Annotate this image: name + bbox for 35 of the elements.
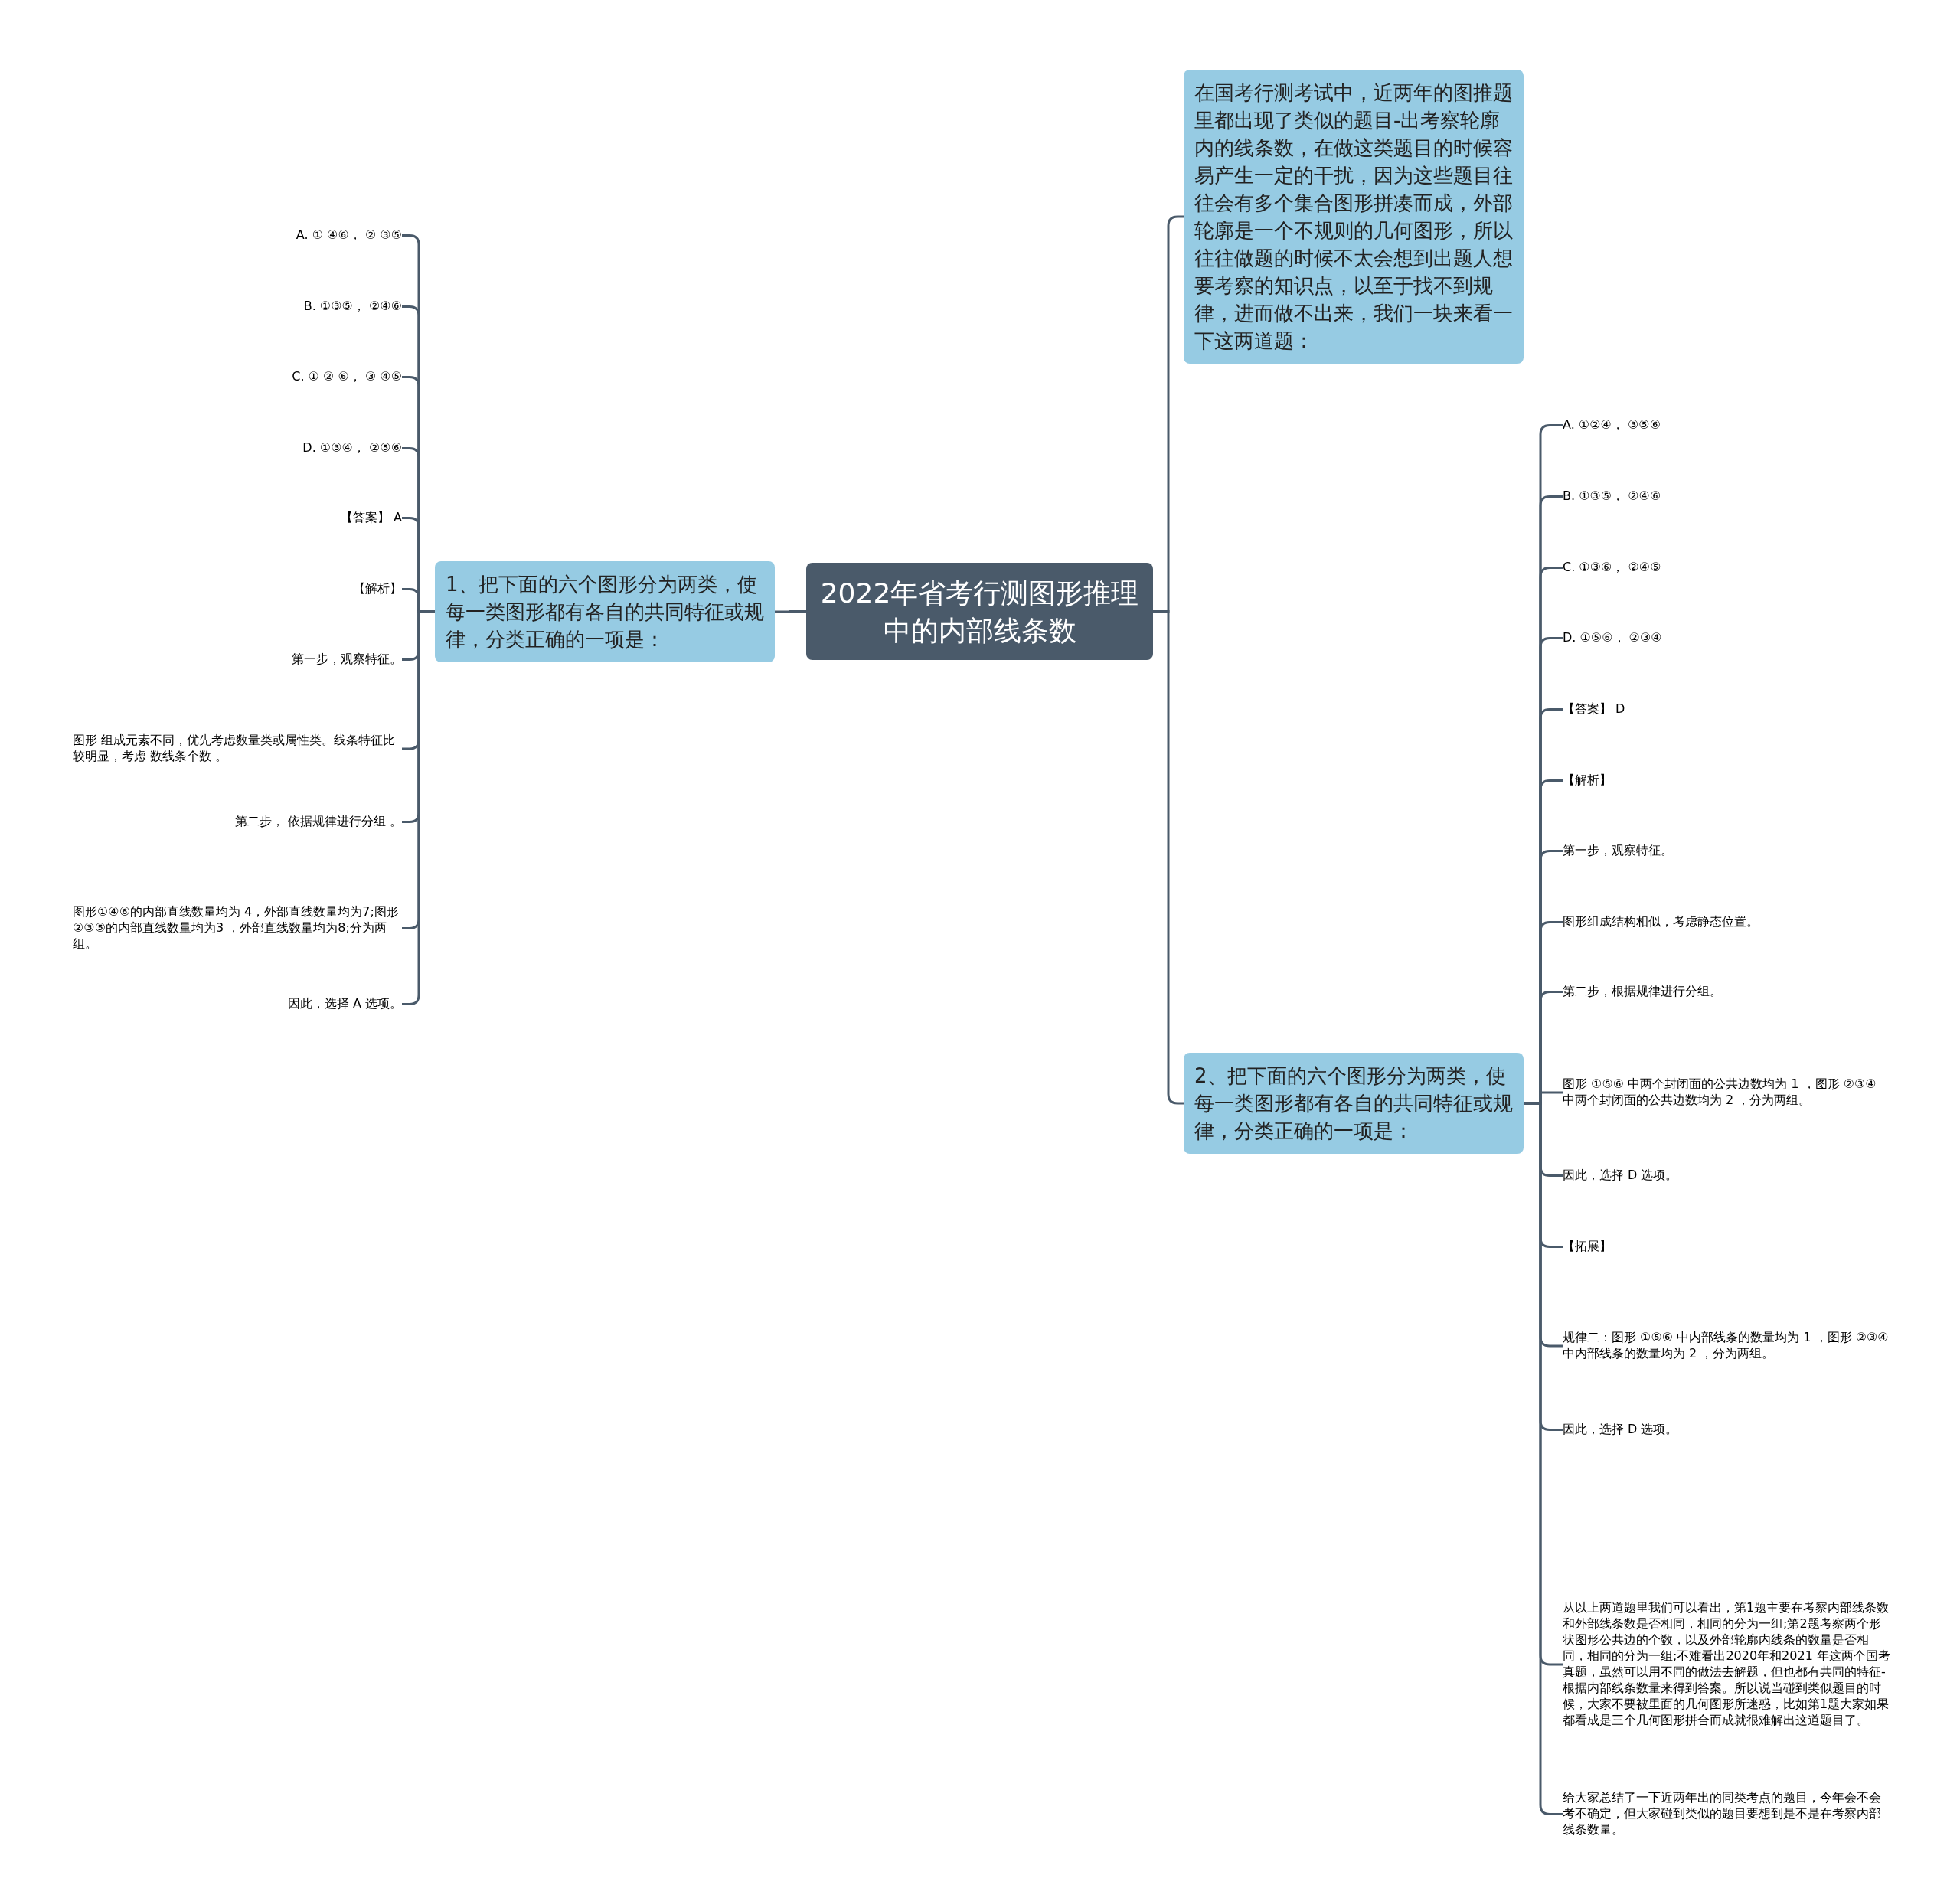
branch-text: 图形 ①⑤⑥ 中两个封闭面的公共边数均为 1 ，图形 ②③④ 中两个封闭面的公共边数均为 2 ，分为两组。 <box>1563 1076 1892 1109</box>
branch-text: B. ①③⑤， ②④⑥ <box>1563 488 1661 505</box>
branch-text: 第二步，根据规律进行分组。 <box>1563 984 1722 1000</box>
branch-text: 第二步， 依据规律进行分组 。 <box>234 814 402 830</box>
branch-text: D. ①⑤⑥， ②③④ <box>1563 630 1662 646</box>
branch-text: D. ①③④， ②⑤⑥ <box>302 440 402 456</box>
connector-line <box>775 610 806 613</box>
branch-text: 给大家总结了一下近两年出的同类考点的题目，今年会不会考不确定，但大家碰到类似的题目要想到是不是在考察内部线条数量。 <box>1563 1790 1892 1838</box>
topic-text: 2、把下面的六个图形分为两类，使每一类图形都有各自的共同特征或规律，分类正确的一项是： <box>1194 1063 1513 1144</box>
topic-box <box>435 561 775 662</box>
branch-text: B. ①③⑤， ②④⑥ <box>303 299 402 315</box>
branch-text: 因此，选择 D 选项。 <box>1563 1422 1678 1438</box>
branch-text: 因此，选择 A 选项。 <box>287 996 402 1012</box>
branch-text: 第一步，观察特征。 <box>1563 843 1673 859</box>
branch-text: 图形①④⑥的内部直线数量均为 4，外部直线数量均为7;图形②③⑤的内部直线数量均为3 ，外部直线数量均为8;分为两组。 <box>73 904 402 952</box>
branch-text: 图形组成结构相似，考虑静态位置。 <box>1563 914 1759 930</box>
branch-text: 【解析】 <box>353 581 402 597</box>
topic-text: 在国考行测考试中，近两年的图推题里都出现了类似的题目-出考察轮廓内的线条数，在做这类题目的时候容易产生一定的干扰，因为这些题目往往会有多个集合图形拼凑而成，外部轮廓是一个不规则的几何图形，所以往往做题的时候不太会想到出题人想要考察的知识点，以至于找不到规律，进而做不出来，我们一块来看一下这两道题： <box>1194 80 1513 354</box>
topic-title: 2022年省考行测图形推理中的内部线条数 <box>820 576 1139 648</box>
branch-text: 图形 组成元素不同，优先考虑数量类或属性类。线条特征比较明显，考虑 数线条个数 。 <box>73 733 402 765</box>
branch-text: A. ①②④， ③⑤⑥ <box>1563 417 1661 433</box>
topic-box <box>1184 1053 1524 1154</box>
branch-text: 规律二：图形 ①⑤⑥ 中内部线条的数量均为 1 ，图形 ②③④ 中内部线条的数量均为 2 ，分为两组。 <box>1563 1330 1892 1362</box>
branch-text: 第一步，观察特征。 <box>292 652 402 668</box>
branch-text: C. ①③⑥， ②④⑤ <box>1563 560 1661 576</box>
branch-text: 【解析】 <box>1563 773 1612 789</box>
branch-text: 【答案】 A <box>340 510 402 526</box>
central-topic-box <box>806 563 1153 660</box>
branch-text: 从以上两道题里我们可以看出，第1题主要在考察内部线条数和外部线条数是否相同，相同的分为一组;第2题考察两个形状图形公共边的个数，以及外部轮廓内线条的数量是否相同，相同的分为一组;不难看出2020年和2021 年这两个国考真题，虽然可以用不同的做法去解题，但也都有共同的特征-根据内部线条数量来得到答案。所以说当碰到类似题目的时候，大家不要被里面的几何图形所迷惑，比如第1题大家如果都看成是三个几何图形拼合而成就很难解出这道题目了。 <box>1563 1600 1892 1729</box>
branch-text: 因此，选择 D 选项。 <box>1563 1168 1678 1184</box>
branch-text: A. ① ④⑥， ② ③⑤ <box>296 227 402 243</box>
branch-text: C. ① ② ⑥， ③ ④⑤ <box>292 369 402 385</box>
branch-text: 【答案】 D <box>1563 701 1625 717</box>
branch-text: 【拓展】 <box>1563 1239 1612 1255</box>
topic-text: 1、把下面的六个图形分为两类，使每一类图形都有各自的共同特征或规律，分类正确的一项是： <box>446 572 764 652</box>
